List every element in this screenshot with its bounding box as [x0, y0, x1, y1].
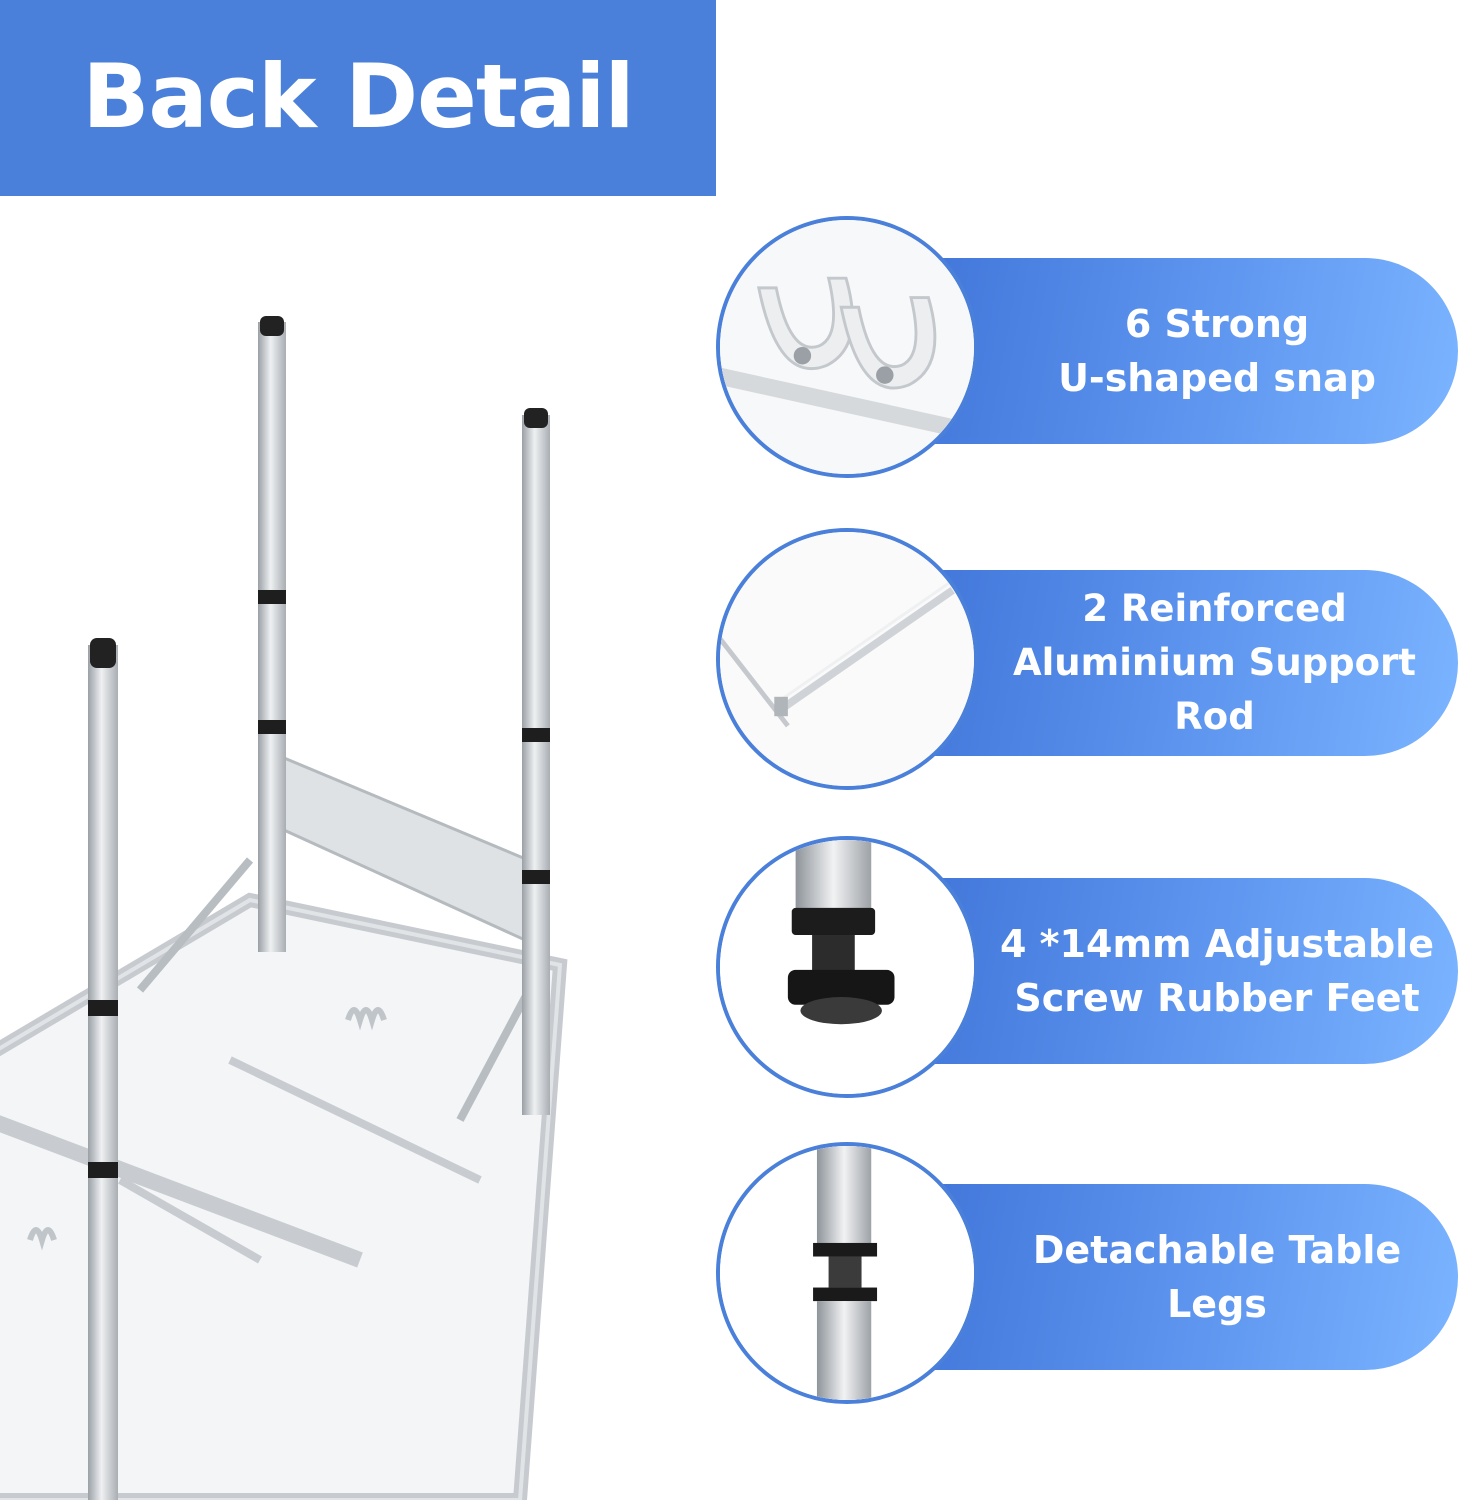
- feature-row-u-snap: 6 Strong U-shaped snap: [716, 216, 1464, 486]
- leg-joint-icon: [716, 1142, 978, 1404]
- feature-label: Detachable Table Legs: [1032, 1228, 1402, 1326]
- page-title: Back Detail: [82, 44, 634, 148]
- feature-row-rubber-feet: 4 *14mm Adjustable Screw Rubber Feet: [716, 836, 1464, 1106]
- support-rod-icon: [716, 528, 978, 790]
- feature-row-detachable-legs: Detachable Table Legs: [716, 1142, 1464, 1412]
- rubber-foot-icon: [716, 836, 978, 1098]
- title-banner: Back Detail: [0, 0, 716, 196]
- feature-label: 2 Reinforced Aluminium Support Rod: [1012, 587, 1416, 738]
- u-snap-clip-icon: [716, 216, 978, 478]
- feature-row-support-rod: 2 Reinforced Aluminium Support Rod: [716, 528, 1464, 798]
- table-underside-illustration: [0, 316, 568, 1500]
- feature-label: 4 *14mm Adjustable Screw Rubber Feet: [1000, 922, 1434, 1020]
- feature-label: 6 Strong U-shaped snap: [1058, 302, 1376, 400]
